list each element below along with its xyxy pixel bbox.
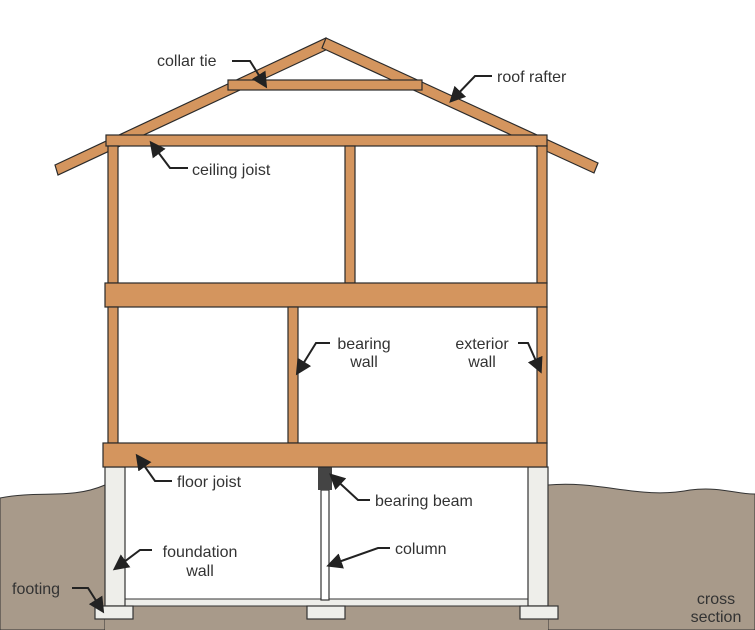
label-foundation-wall-line1: foundation: [163, 544, 238, 561]
column: [320, 489, 330, 601]
leader-roof-rafter: [449, 75, 492, 103]
bearing-wall: [287, 306, 299, 444]
floor-joist: [102, 442, 548, 468]
label-column: column: [395, 541, 447, 558]
footing-right: [519, 605, 559, 620]
ground: [0, 484, 106, 630]
leader-bearing-wall: [295, 342, 330, 376]
stud-upper-left: [107, 145, 119, 284]
leader-footing: [72, 587, 105, 614]
stud-upper-right: [536, 145, 548, 284]
leader-collar-tie: [232, 60, 268, 89]
exterior-wall: [536, 306, 548, 444]
label-exterior-wall-line2: wall: [467, 354, 496, 371]
collar-tie: [227, 79, 423, 91]
label-bearing-wall-line2: wall: [349, 354, 378, 371]
label-footing: footing: [12, 581, 60, 598]
stud-upper-middle: [344, 145, 356, 284]
label-roof-rafter: roof rafter: [497, 69, 567, 86]
stud-lower-left: [107, 306, 119, 444]
footing-center: [306, 605, 346, 620]
bearing-beam: [318, 467, 332, 490]
leader-floor-joist: [135, 453, 172, 482]
label-exterior-wall-line1: exterior: [455, 336, 509, 353]
ceiling-joist: [105, 134, 548, 147]
leader-column: [326, 547, 390, 569]
leader-foundation-wall: [112, 549, 152, 571]
roof-rafter-right: [321, 37, 599, 174]
label-bearing-wall-line1: bearing: [337, 336, 390, 353]
leader-bearing-beam: [329, 473, 370, 501]
leader-ceiling-joist: [149, 140, 188, 169]
leader-exterior-wall: [518, 342, 543, 374]
label-collar-tie: collar tie: [157, 53, 217, 70]
ground-right: [547, 483, 755, 630]
foundation-wall-left: [104, 466, 126, 607]
second-floor-band: [104, 282, 548, 308]
label-cross-section-line1: cross: [697, 591, 735, 608]
label-foundation-wall-line2: wall: [185, 563, 214, 580]
label-floor-joist: floor joist: [177, 474, 242, 491]
foundation-wall-right: [527, 466, 549, 607]
label-ceiling-joist: ceiling joist: [192, 162, 271, 179]
label-cross-section-line2: section: [691, 609, 742, 626]
label-bearing-beam: bearing beam: [375, 493, 473, 510]
